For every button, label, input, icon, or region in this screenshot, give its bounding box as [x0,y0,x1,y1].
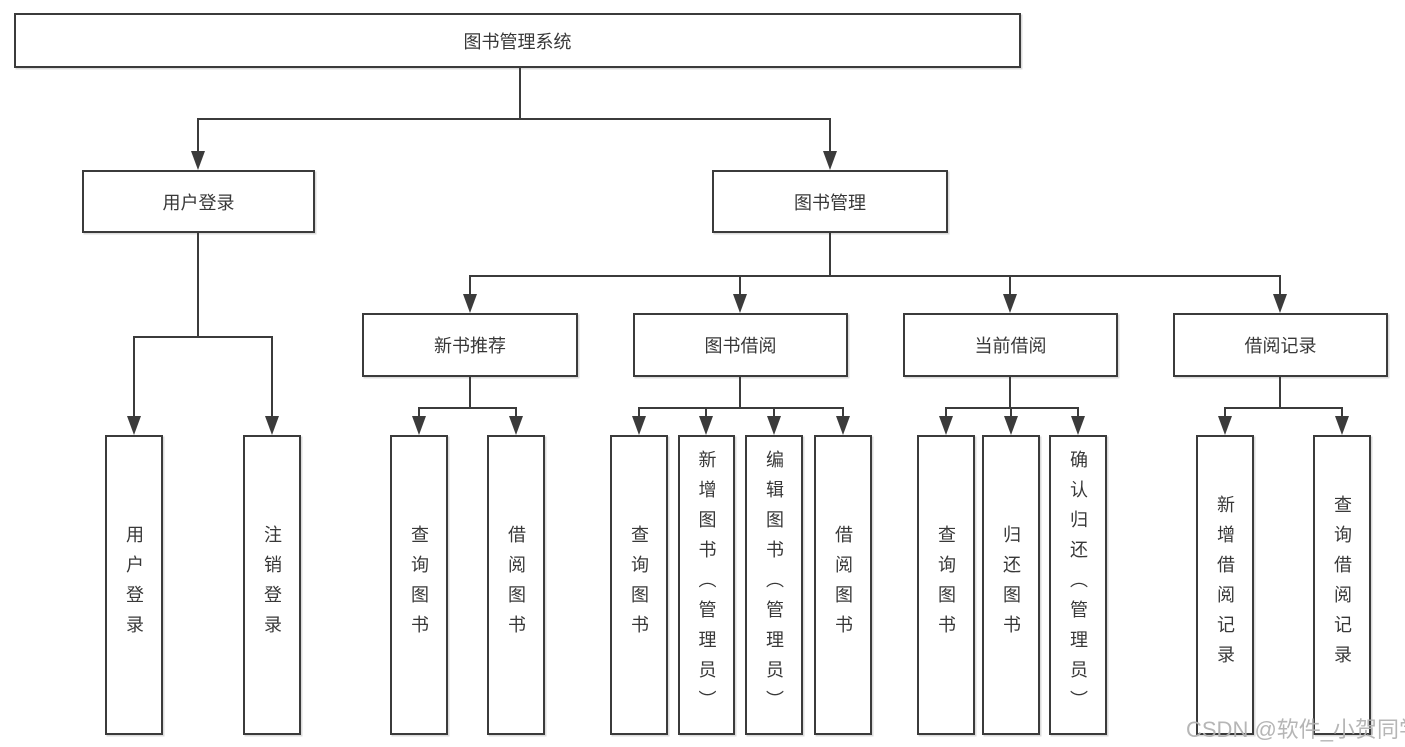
connector-level2-branch [197,118,831,120]
leaf-label: 编辑图书（管理员） [764,450,784,720]
connector-to-borrowing-records [1279,275,1281,296]
connector-current-borrowing-branch [945,407,1079,409]
arrow-user-login-icon [191,151,205,170]
connector-to-user-login [197,118,199,152]
connector-level3-branch [469,275,1281,277]
arrow-leaf-return-books-icon [1004,416,1018,435]
connector-to-leaf-query-books-1 [418,407,420,418]
arrow-leaf-add-books-icon [699,416,713,435]
node-library-management-system: 图书管理系统 [14,13,1021,68]
node-user-login: 用户登录 [82,170,315,233]
leaf-label: 借阅图书 [833,525,853,645]
arrow-leaf-borrow-books-2-icon [836,416,850,435]
leaf-borrow-books-1: 借阅图书 [487,435,545,735]
node-current-borrowing: 当前借阅 [903,313,1118,377]
leaf-label: 新增借阅记录 [1215,495,1235,675]
arrow-leaf-query-books-1-icon [412,416,426,435]
connector-to-book-borrowing [739,275,741,296]
connector-to-leaf-query-books-3 [945,407,947,418]
node-label: 用户登录 [162,192,235,213]
arrow-current-borrowing-icon [1003,294,1017,313]
connector-to-leaf-borrow-books-1 [515,407,517,418]
node-label: 借阅记录 [1244,336,1317,356]
leaf-query-books-2: 查询图书 [610,435,668,735]
connector-user-login-branch [133,336,273,338]
arrow-leaf-confirm-return-icon [1071,416,1085,435]
connector-new-book-recommendation-stub [469,377,471,407]
leaf-label: 查询图书 [936,525,956,645]
leaf-label: 确认归还（管理员） [1068,450,1088,720]
leaf-user-login: 用户登录 [105,435,163,735]
node-borrowing-records: 借阅记录 [1173,313,1388,377]
leaf-label: 借阅图书 [506,525,526,645]
connector-to-current-borrowing [1009,275,1011,296]
leaf-return-books: 归还图书 [982,435,1040,735]
leaf-label: 归还图书 [1001,525,1021,645]
leaf-label: 注销登录 [262,525,282,645]
connector-to-leaf-add-borrow-record [1224,407,1226,418]
node-label: 新书推荐 [434,336,506,356]
leaf-borrow-books-2: 借阅图书 [814,435,872,735]
connector-to-leaf-logout [271,336,273,418]
arrow-new-book-recommendation-icon [463,294,477,313]
leaf-query-books-3: 查询图书 [917,435,975,735]
connector-book-management-stub [829,233,831,275]
arrow-book-management-icon [823,151,837,170]
leaf-confirm-return-admin: 确认归还（管理员） [1049,435,1107,735]
leaf-query-borrow-record: 查询借阅记录 [1313,435,1371,735]
arrow-leaf-query-books-2-icon [632,416,646,435]
connector-to-leaf-query-books-2 [638,407,640,418]
arrow-leaf-borrow-books-1-icon [509,416,523,435]
connector-to-leaf-add-books [705,407,707,418]
leaf-logout: 注销登录 [243,435,301,735]
arrow-leaf-user-login-icon [127,416,141,435]
leaf-label: 查询借阅记录 [1332,495,1352,675]
csdn-watermark: CSDN @软件_小贺同学 [1186,717,1405,742]
leaf-query-books-1: 查询图书 [390,435,448,735]
connector-to-leaf-user-login [133,336,135,418]
connector-user-login-stub [197,233,199,336]
connector-to-leaf-return-books [1010,407,1012,418]
leaf-label: 查询图书 [409,525,429,645]
leaf-add-books-admin: 新增图书（管理员） [678,435,735,735]
connector-borrowing-records-branch [1224,407,1343,409]
arrow-leaf-query-borrow-record-icon [1335,416,1349,435]
node-book-management: 图书管理 [712,170,948,233]
node-label: 当前借阅 [974,336,1047,356]
connector-to-book-management [829,118,831,152]
node-book-borrowing: 图书借阅 [633,313,848,377]
leaf-label: 查询图书 [629,525,649,645]
connector-book-borrowing-branch [638,407,844,409]
connector-root-stub [519,68,521,118]
connector-current-borrowing-stub [1009,377,1011,407]
node-new-book-recommendation: 新书推荐 [362,313,578,377]
leaf-edit-books-admin: 编辑图书（管理员） [745,435,803,735]
connector-to-leaf-confirm-return [1077,407,1079,418]
arrow-book-borrowing-icon [733,294,747,313]
arrow-leaf-edit-books-icon [767,416,781,435]
connector-to-new-book-recommendation [469,275,471,296]
leaf-label: 用户登录 [124,525,144,645]
connector-to-leaf-query-borrow-record [1341,407,1343,418]
node-label: 图书管理系统 [463,31,572,52]
connector-borrowing-records-stub [1279,377,1281,407]
arrow-borrowing-records-icon [1273,294,1287,313]
connector-new-book-recommendation-branch [418,407,517,409]
connector-to-leaf-edit-books [773,407,775,418]
leaf-label: 新增图书（管理员） [696,450,717,720]
arrow-leaf-logout-icon [265,416,279,435]
leaf-add-borrow-record: 新增借阅记录 [1196,435,1254,735]
node-label: 图书借阅 [704,336,777,356]
arrow-leaf-query-books-3-icon [939,416,953,435]
connector-book-borrowing-stub [739,377,741,407]
node-label: 图书管理 [794,192,866,213]
connector-to-leaf-borrow-books-2 [842,407,844,418]
arrow-leaf-add-borrow-record-icon [1218,416,1232,435]
